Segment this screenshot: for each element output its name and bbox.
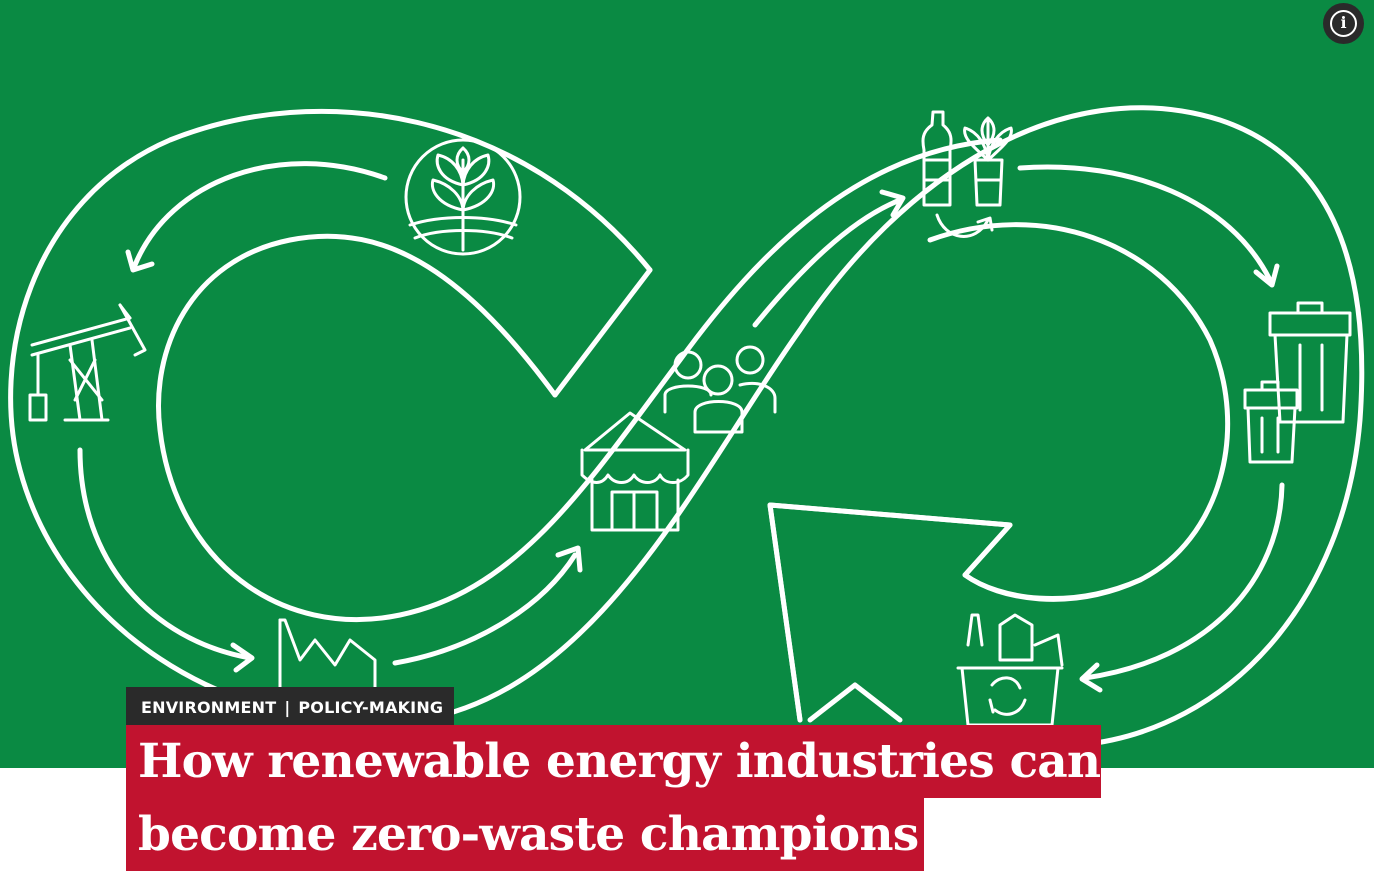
trash-bin-icon	[1243, 301, 1352, 464]
arrow-bottle-to-bin	[1017, 164, 1273, 283]
infinity-loop-illustration	[8, 105, 1365, 748]
category-separator: |	[284, 698, 291, 717]
category-link-policy-making[interactable]: POLICY-MAKING	[298, 698, 444, 717]
infinity-inner-left	[156, 137, 1003, 622]
category-bar: ENVIRONMENT | POLICY-MAKING	[126, 687, 454, 728]
arrow-factory-to-shop	[392, 552, 578, 666]
bottle-plant-icon	[921, 110, 1013, 238]
shop-icon	[580, 411, 690, 532]
oil-pump-icon	[28, 303, 147, 422]
headline-line-2: become zero-waste champions	[126, 798, 924, 871]
arrow-bin-to-recycle	[1082, 482, 1285, 681]
arrow-people-to-bottle	[752, 197, 903, 328]
headline-line-1: How renewable energy industries can	[126, 725, 1101, 798]
infinity-outer-edge	[8, 105, 1365, 748]
category-link-environment[interactable]: ENVIRONMENT	[141, 698, 277, 717]
people-icon	[663, 345, 777, 434]
info-icon: i	[1330, 10, 1357, 37]
info-button[interactable]: i	[1323, 3, 1364, 44]
recycle-bin-icon	[956, 613, 1064, 727]
leaf-circle-icon	[404, 138, 522, 256]
arrow-pump-to-factory	[77, 447, 253, 661]
hero-image	[0, 0, 1374, 768]
cursor-arrow-icon	[767, 502, 1143, 723]
article-headline: How renewable energy industries can beco…	[126, 725, 1101, 871]
arrow-leaf-to-pump	[132, 161, 388, 268]
